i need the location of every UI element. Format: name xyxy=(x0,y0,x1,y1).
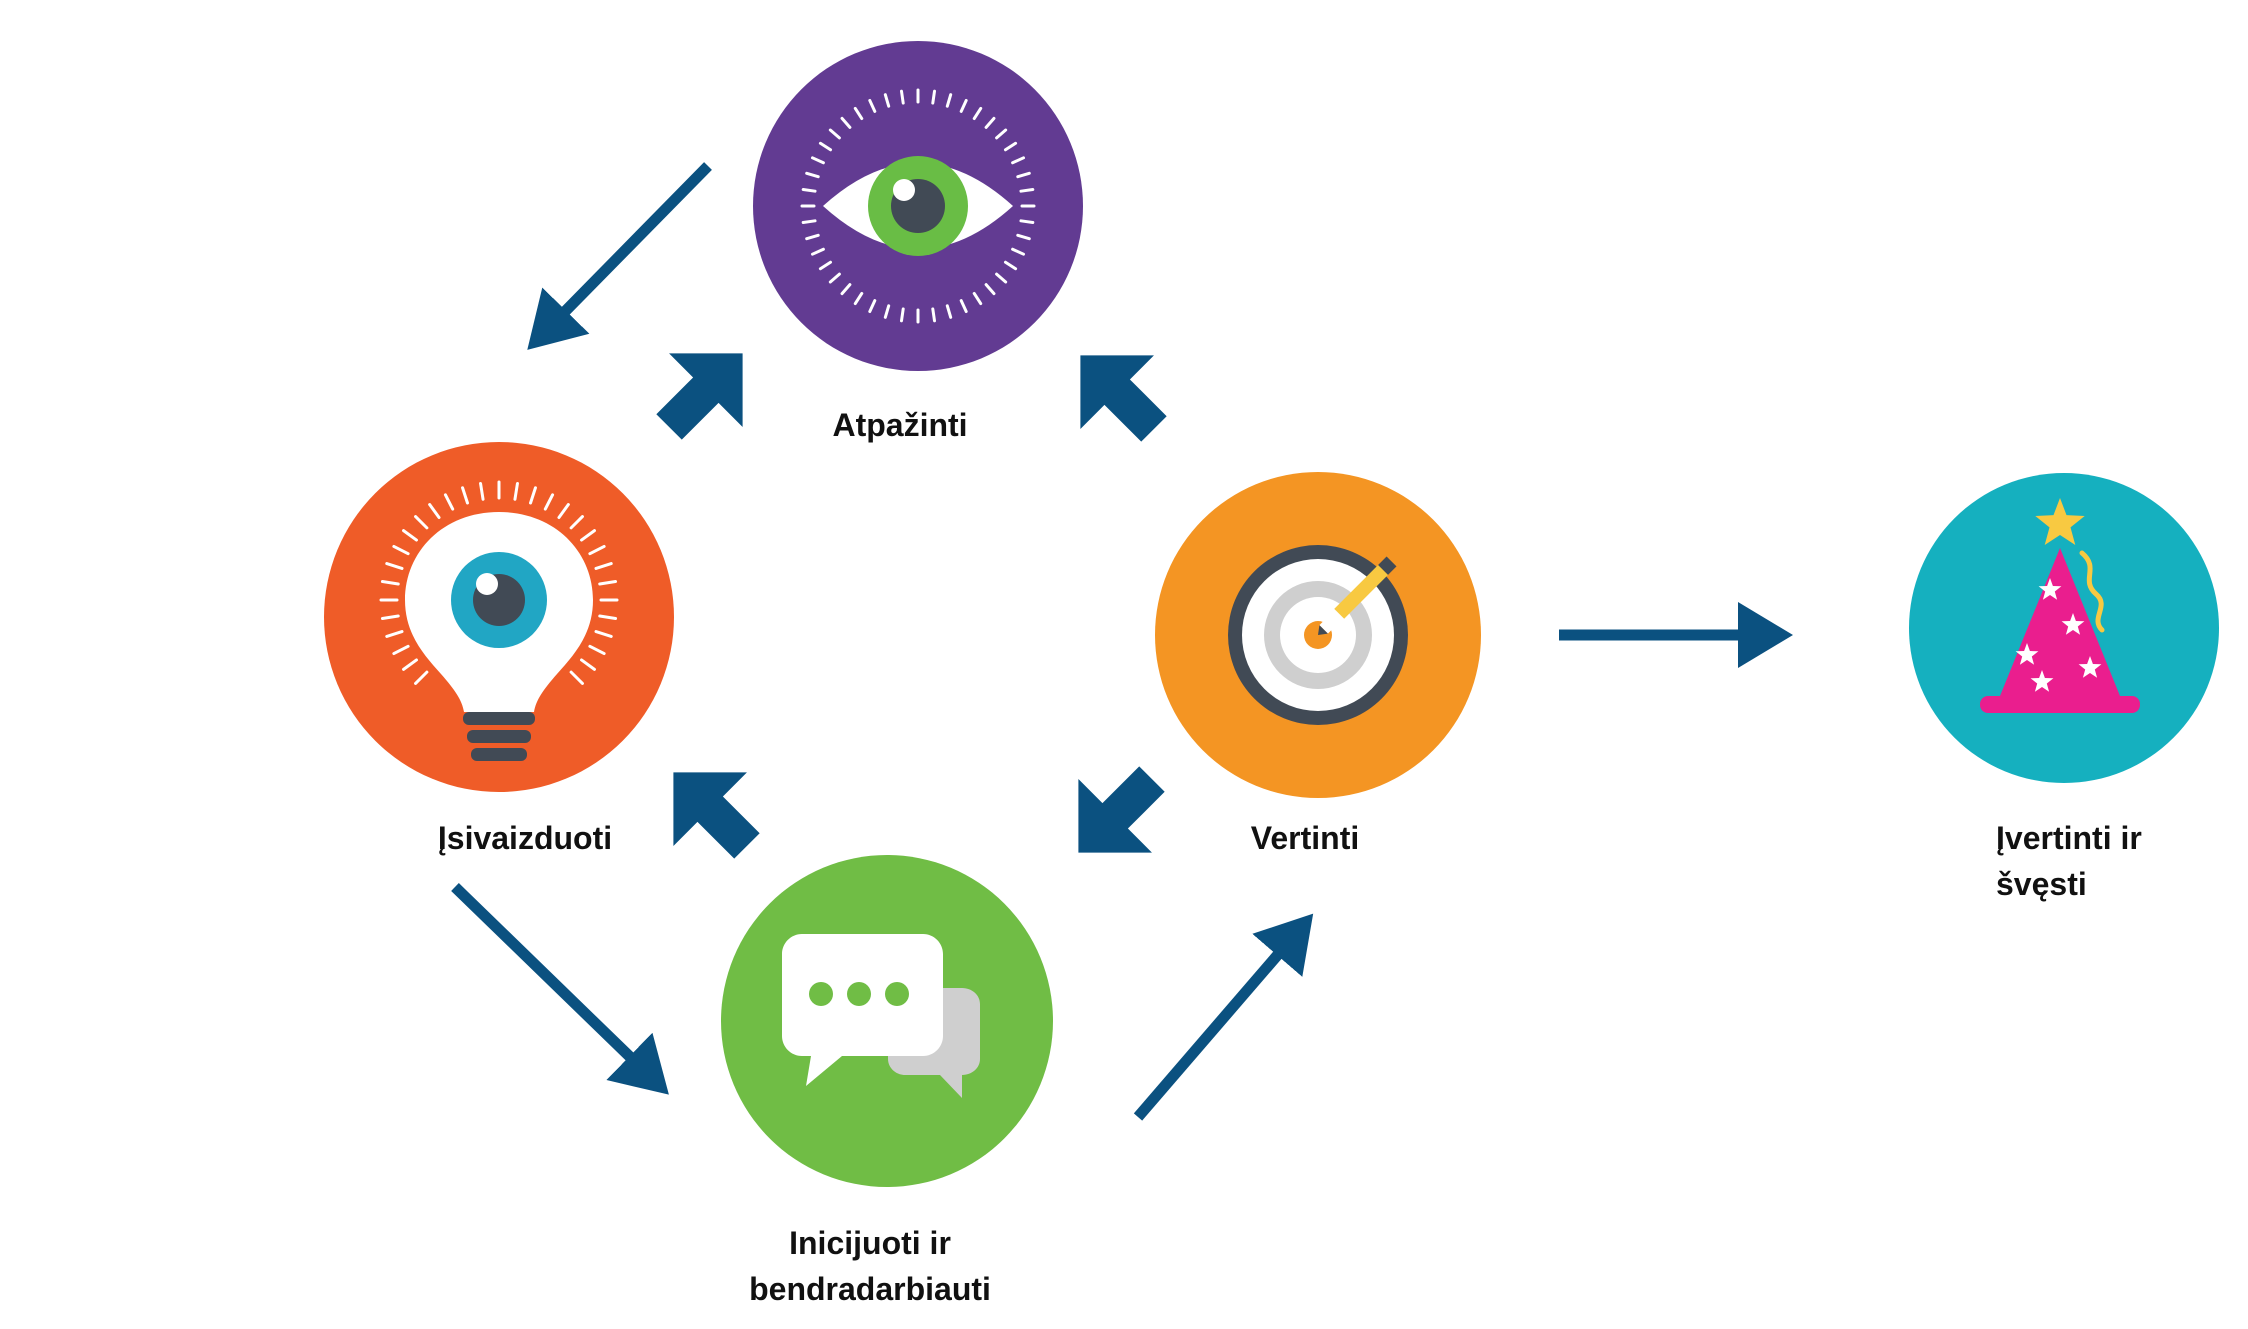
party-hat-icon xyxy=(1980,498,2140,713)
node-initiate xyxy=(721,855,1053,1187)
lightbulb-icon xyxy=(379,480,619,761)
chat-bubbles-icon xyxy=(782,934,980,1098)
label-evaluate: Vertinti xyxy=(1250,820,1360,856)
label-celebrate: Įvertinti ir švęsti xyxy=(1996,815,2236,907)
node-evaluate xyxy=(1155,472,1481,798)
label-imagine: Įsivaizduoti xyxy=(437,820,613,856)
label-recognize: Atpažinti xyxy=(832,407,968,443)
eye-icon xyxy=(800,88,1036,324)
label-celebrate-line-2: švęsti xyxy=(1996,866,2087,902)
node-imagine xyxy=(324,442,674,792)
label-initiate-line-2: bendradarbiauti xyxy=(749,1271,991,1307)
block-arrow-evaluate-to-initiate xyxy=(1078,766,1165,853)
block-arrow-imagine-to-recognize xyxy=(656,353,743,440)
label-celebrate-line-1: Įvertinti ir xyxy=(1996,820,2142,856)
thin-arrows xyxy=(451,162,1793,1121)
target-pencil-icon xyxy=(1228,545,1408,725)
arrow-initiate-to-evaluate xyxy=(1133,913,1314,1121)
node-celebrate xyxy=(1909,473,2219,783)
block-arrows xyxy=(656,353,1167,859)
arrow-imagine-to-initiate xyxy=(451,883,669,1095)
block-arrow-evaluate-to-recognize xyxy=(1080,355,1167,442)
node-recognize xyxy=(753,41,1083,371)
arrow-recognize-to-imagine xyxy=(527,162,712,350)
block-arrow-initiate-to-imagine xyxy=(673,772,760,859)
label-initiate: Inicijuoti ir bendradarbiauti xyxy=(710,1220,1030,1312)
label-initiate-line-1: Inicijuoti ir xyxy=(789,1225,951,1261)
